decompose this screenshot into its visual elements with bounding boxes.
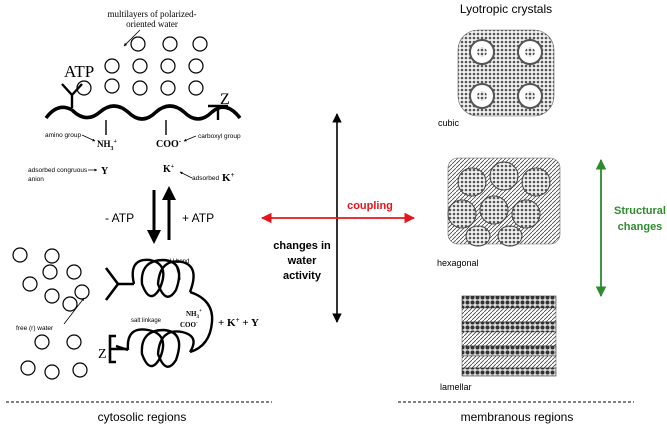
center-coupling: coupling changes in water activity [260,113,416,323]
y-anion-upper: Y [101,166,109,177]
atp-receptor-shape [61,83,83,108]
atp-label: ATP [64,62,94,81]
salt-linkage-label: salt linkage [131,318,162,324]
lyotropic-title: Lyotropic crystals [460,2,552,16]
products-label: + K+ + Y [218,316,259,329]
adsorbed-k-ion: K+ [222,171,235,184]
folded-protein-diagram: free (r) water Z H bond salt linkage NH3… [12,247,259,380]
down-arrowhead [147,230,161,244]
minus-atp-label: - ATP [105,211,134,225]
lyotropic-crystals-panel: Lyotropic crystals cubic [437,2,666,392]
lamellar-label: lamellar [440,382,472,392]
multilayer-label-1: multilayers of polarized- [108,9,197,19]
y-bond-shape [104,267,134,301]
free-water-molecules [12,247,90,380]
z-bottom-shape [108,334,128,364]
membranous-region-label: membranous regions [461,410,574,424]
nh3-lower: NH3+ [186,309,202,320]
atp-equilibrium: - ATP + ATP [105,186,214,244]
cubic-phase-illustration [457,29,555,117]
multilayer-label-2: oriented water [126,19,178,29]
up-arrowhead [162,186,176,200]
water-molecules [76,36,208,96]
changes-line-3: activity [283,270,322,282]
changes-line-1: changes in [273,240,331,252]
cubic-label: cubic [438,118,460,128]
multilayer-pointer [123,29,141,47]
adsorbed-anion-label-2: anion [28,176,44,183]
structural-line-2: changes [618,221,663,233]
amino-group-label: amino group [45,132,82,139]
coo-upper: COO- [156,137,182,150]
lamellar-phase-illustration [461,295,557,377]
protein-chain [44,104,242,121]
carboxyl-group-label: carboxyl group [198,133,241,140]
hexagonal-label: hexagonal [437,258,479,268]
z-top-shape [208,104,228,120]
cytosolic-region-label: cytosolic regions [98,410,187,424]
nh3-upper: NH3+ [97,139,118,152]
adsorbed-anion-label-1: adsorbed congruous [28,167,88,174]
z-top-label: Z [220,91,230,108]
changes-line-2: water [287,255,317,267]
plus-atp-label: + ATP [182,211,214,225]
polarized-water-diagram: multilayers of polarized- oriented water… [28,9,242,184]
k-ion-upper: K+ [163,164,175,175]
hexagonal-phase-illustration [447,157,561,247]
z-bottom-label: Z [98,347,107,362]
adsorbed-k-label: adsorbed [192,175,219,182]
coo-lower: COO- [180,321,198,329]
structural-line-1: Structural [614,205,666,217]
helix-coils [126,258,214,368]
h-bond-label: H bond [170,259,189,265]
coupling-label: coupling [347,200,393,212]
free-water-label: free (r) water [16,325,54,332]
